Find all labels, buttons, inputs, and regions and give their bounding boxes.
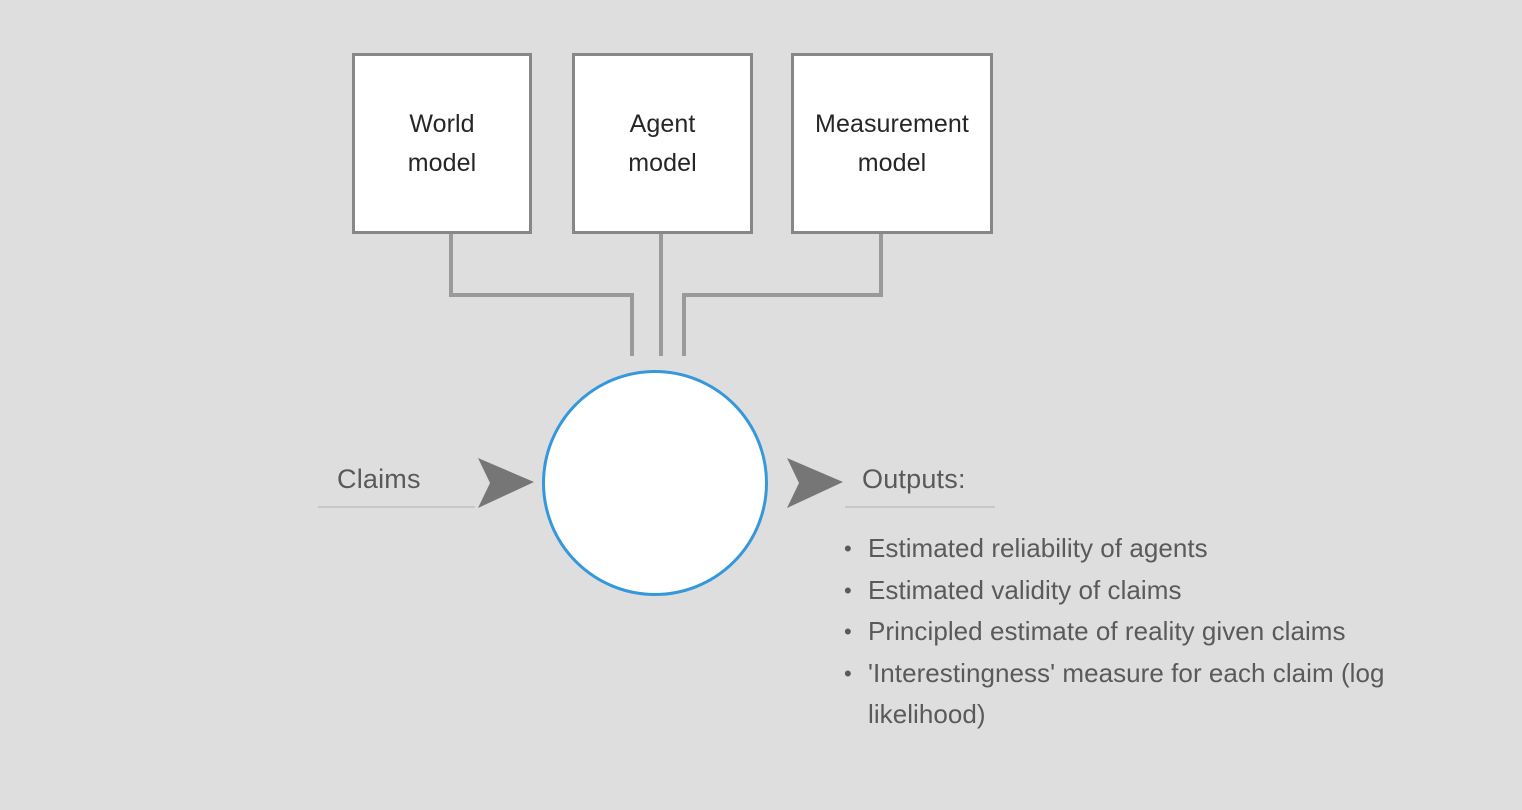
measurement-model-box[interactable]: Measurement model xyxy=(791,53,993,234)
list-item: 'Interestingness' measure for each claim… xyxy=(840,653,1500,736)
input-arrow-right-icon xyxy=(478,458,534,508)
agent-model-box[interactable]: Agent model xyxy=(572,53,753,234)
world-model-label: World model xyxy=(407,109,477,177)
list-item: Principled estimate of reality given cla… xyxy=(840,611,1500,653)
agent-model-label: Agent model xyxy=(628,109,697,177)
list-item: Estimated reliability of agents xyxy=(840,528,1500,570)
claims-label: Claims xyxy=(337,464,421,494)
output-arrow-right-icon xyxy=(787,458,843,508)
connector-world-model xyxy=(449,234,634,356)
outputs-label: Outputs: xyxy=(862,464,966,494)
list-item: Estimated validity of claims xyxy=(840,570,1500,612)
world-model-box[interactable]: World model xyxy=(352,53,532,234)
outputs-list: Estimated reliability of agents Estimate… xyxy=(840,528,1500,736)
connector-measurement-model xyxy=(682,234,883,356)
claims-underline xyxy=(318,506,475,508)
measurement-model-label: Measurement model xyxy=(815,109,969,177)
central-hub-circle[interactable] xyxy=(542,370,768,596)
outputs-underline xyxy=(845,506,995,508)
